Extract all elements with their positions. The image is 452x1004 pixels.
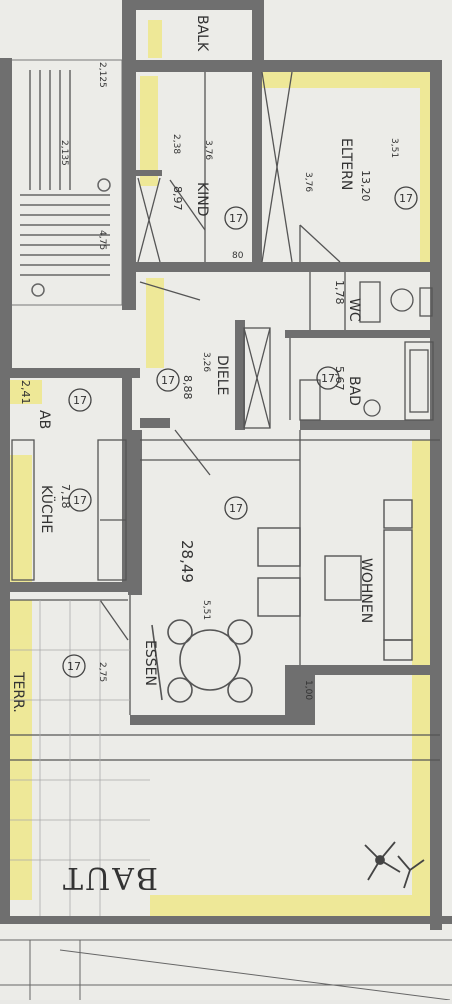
dim-6: 2,38 — [171, 134, 181, 154]
code-bad: 17 — [321, 372, 335, 385]
sanitary-fixtures — [299, 281, 434, 421]
dining-table — [151, 619, 253, 703]
area-ab: 2,41 — [19, 380, 32, 405]
area-wohnen: 28,49 — [178, 540, 196, 583]
dim-3: 4,75 — [97, 230, 107, 250]
room-name-kueche: KÜCHE — [38, 485, 56, 533]
dim-2: 2,135 — [59, 140, 69, 166]
terrace-tiles — [10, 600, 150, 916]
area-bad: 5,67 — [333, 366, 346, 391]
room-name-essen: ESSEN — [142, 640, 158, 686]
room-name-wc: WC — [346, 298, 362, 322]
dim-8: 5,51 — [201, 600, 211, 620]
dim-4: 3,51 — [389, 138, 399, 158]
code-wohnen: 17 — [229, 502, 243, 515]
code-diele: 17 — [161, 374, 175, 387]
area-wc: 1,78 — [333, 280, 346, 305]
dim-9: 2,75 — [97, 662, 107, 682]
room-name-ab: AB — [36, 410, 52, 429]
room-name-wohnen: WOHNEN — [358, 558, 374, 623]
dim-1: 2,125 — [97, 62, 107, 88]
room-name-kind: KIND — [194, 182, 210, 217]
dim-11: 1,00 — [303, 680, 313, 700]
room-name-eltern: ELTERN — [338, 138, 354, 190]
code-kind: 17 — [229, 212, 243, 225]
room-code-circles — [62, 186, 418, 678]
area-eltern: 13,20 — [359, 170, 372, 202]
code-terrasse: 17 — [67, 660, 81, 673]
room-name-terrasse: TERR. — [10, 671, 26, 713]
room-name-balkon: BALK — [194, 15, 210, 52]
area-diele: 8,88 — [181, 375, 194, 400]
code-eltern: 17 — [399, 192, 413, 205]
room-name-bad: BAD — [346, 376, 362, 406]
living-furniture — [257, 499, 413, 661]
dim-12: 3,26 — [201, 352, 211, 372]
area-kind: 8,97 — [171, 186, 184, 211]
area-kueche: 7,18 — [59, 484, 72, 509]
room-name-diele: DIELE — [214, 355, 230, 395]
footer-text: BAUT — [61, 860, 158, 895]
kitchen-counter — [11, 439, 127, 581]
code-ab: 17 — [73, 394, 87, 407]
dim-7: 3,76 — [203, 140, 213, 160]
dim-5: 3,76 — [303, 172, 313, 192]
site-boundary — [0, 939, 452, 1001]
walls — [0, 0, 452, 930]
code-kueche: 17 — [73, 494, 87, 507]
plant-sketch — [364, 841, 425, 889]
dim-10: 80 — [232, 251, 244, 261]
